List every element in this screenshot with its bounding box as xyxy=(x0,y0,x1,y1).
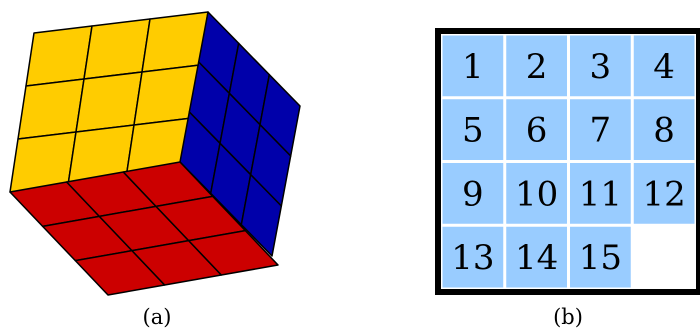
tile-background xyxy=(442,35,504,97)
puzzle-tile: 2 xyxy=(506,35,567,97)
tile-background xyxy=(570,99,631,160)
tile-number: 8 xyxy=(653,111,675,151)
puzzle-tile: 3 xyxy=(570,35,631,97)
tile-background xyxy=(506,226,567,288)
tile-background xyxy=(633,99,695,160)
puzzle-tile: 8 xyxy=(633,99,695,160)
puzzle-tile: 10 xyxy=(506,163,567,224)
puzzle-tile: 13 xyxy=(442,226,504,288)
rubiks-cube xyxy=(9,11,301,296)
tile-number: 11 xyxy=(579,174,622,214)
tile-background xyxy=(570,35,631,97)
tile-number: 7 xyxy=(590,111,612,151)
cube-sticker xyxy=(83,18,151,80)
right-face xyxy=(179,11,301,257)
puzzle-tile: 5 xyxy=(442,99,504,160)
bottom-face xyxy=(9,161,279,296)
tile-number: 6 xyxy=(526,111,548,151)
tile-background xyxy=(442,99,504,160)
cube-sticker xyxy=(17,78,85,140)
tile-number: 14 xyxy=(515,238,558,278)
tile-background xyxy=(442,226,504,288)
puzzle-tile: 14 xyxy=(506,226,567,288)
tile-number: 10 xyxy=(515,174,558,214)
puzzle-tile: 15 xyxy=(570,226,631,288)
tile-background xyxy=(442,163,504,224)
tile-background xyxy=(506,99,567,160)
cube-sticker xyxy=(75,71,143,133)
caption-a: (a) xyxy=(143,305,172,329)
tile-background xyxy=(570,226,631,288)
tile-number: 2 xyxy=(526,47,548,87)
tile-number: 12 xyxy=(642,174,685,214)
caption-b: (b) xyxy=(553,305,583,329)
tile-background xyxy=(506,35,567,97)
tile-background xyxy=(633,35,695,97)
puzzle-tile: 9 xyxy=(442,163,504,224)
puzzle-tile: 11 xyxy=(570,163,631,224)
tile-number: 15 xyxy=(579,238,622,278)
tile-number: 13 xyxy=(451,238,494,278)
puzzle-tile: 4 xyxy=(633,35,695,97)
tile-number: 5 xyxy=(462,111,484,151)
tile-background xyxy=(570,163,631,224)
puzzle-tile: 1 xyxy=(442,35,504,97)
cube-sticker xyxy=(25,25,93,87)
cube-sticker xyxy=(187,229,279,276)
tile-background xyxy=(506,163,567,224)
tile-number: 3 xyxy=(590,47,612,87)
puzzle-tile: 12 xyxy=(633,163,695,224)
tile-number: 9 xyxy=(462,174,484,214)
tile-number: 1 xyxy=(462,47,484,87)
empty-slot xyxy=(633,226,695,288)
tile-background xyxy=(633,163,695,224)
cube-sticker xyxy=(240,173,283,257)
tile-number: 4 xyxy=(653,47,675,87)
puzzle-tile: 6 xyxy=(506,99,567,160)
puzzle-tile: 7 xyxy=(570,99,631,160)
